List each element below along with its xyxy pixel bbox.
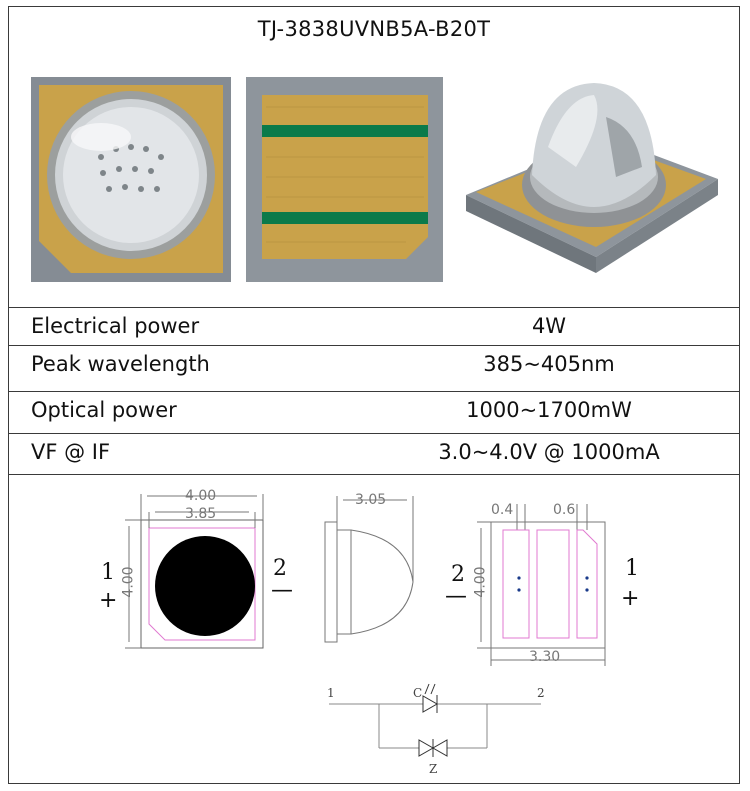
photo-perspective-view — [456, 77, 726, 282]
circuit-led-label: C — [413, 686, 423, 700]
lens-circle — [155, 536, 255, 636]
spec-label: VF @ IF — [31, 440, 111, 464]
spec-label: Optical power — [31, 398, 177, 422]
dim-bottom-height: 4.00 — [472, 566, 489, 598]
pin-bottom-right-sign: + — [621, 586, 640, 611]
spec-value: 1000~1700mW — [466, 398, 632, 422]
dimension-drawing: 4.00 3.85 4.00 3.05 0.4 0.6 4.00 3.30 1 … — [9, 482, 739, 782]
dim-top-height: 4.00 — [120, 566, 137, 598]
pin-right-number: 2 — [273, 556, 287, 581]
spec-value: 385~405nm — [483, 352, 615, 376]
spec-row-electrical-power: Electrical power 4W — [9, 307, 739, 345]
pin-left-sign: + — [99, 588, 118, 613]
spec-label: Peak wavelength — [31, 352, 210, 376]
spec-row-vf-if: VF @ IF 3.0~4.0V @ 1000mA — [9, 433, 739, 475]
spec-row-peak-wavelength: Peak wavelength 385~405nm — [9, 345, 739, 383]
spec-label: Electrical power — [31, 314, 200, 338]
pin-bottom-right-number: 1 — [625, 556, 639, 581]
spec-value: 4W — [531, 314, 567, 338]
dim-top-outer: 4.00 — [185, 488, 217, 504]
spec-value: 3.0~4.0V @ 1000mA — [438, 440, 660, 464]
circuit-node-left: 1 — [327, 686, 335, 700]
dim-bottom-width: 3.30 — [529, 649, 561, 665]
dim-side-width: 3.05 — [355, 492, 387, 508]
photo-bottom-view — [246, 77, 443, 282]
spec-row-optical-power: Optical power 1000~1700mW — [9, 391, 739, 429]
spec-sheet: TJ-3838UVNB5A-B20T — [8, 6, 740, 784]
circuit-node-right: 2 — [537, 686, 545, 700]
pin-bottom-left-sign: — — [445, 584, 467, 609]
pin-left-number: 1 — [101, 560, 115, 585]
dim-top-inner: 3.85 — [185, 506, 217, 522]
product-title: TJ-3838UVNB5A-B20T — [257, 17, 491, 41]
dim-bottom-left-gap: 0.4 — [491, 502, 514, 518]
dim-bottom-right-gap: 0.6 — [553, 502, 576, 518]
pin-right-sign: — — [271, 578, 293, 603]
photo-top-view — [31, 77, 231, 282]
circuit-zener-label: Z — [429, 762, 438, 776]
pin-bottom-left-number: 2 — [451, 562, 465, 587]
